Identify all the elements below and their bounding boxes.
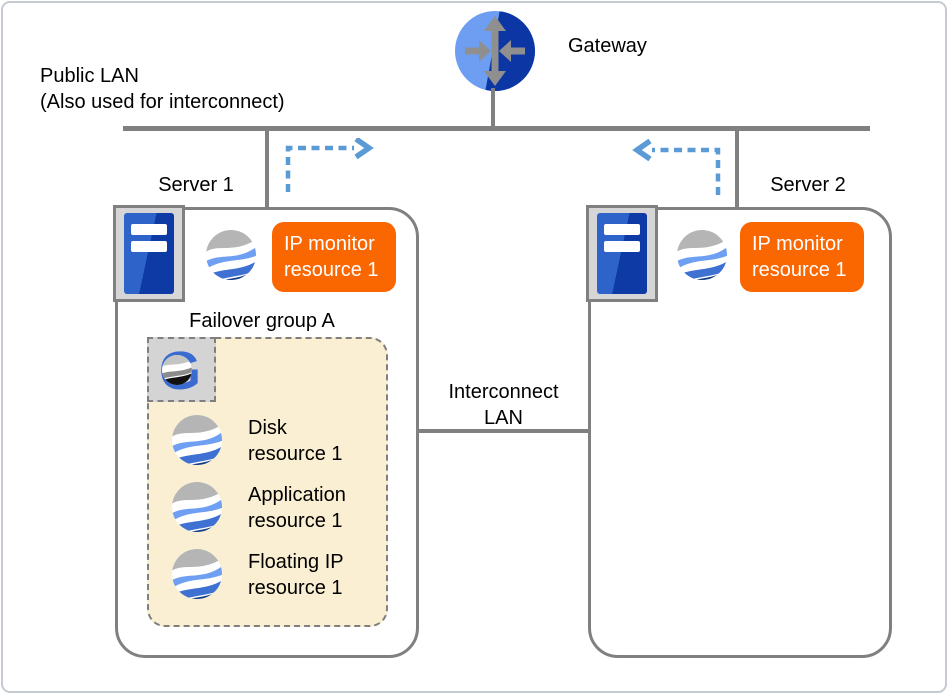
failover-group-g-icon: G [147, 337, 216, 402]
server1-ip-monitor-badge: IP monitor resource 1 [272, 222, 396, 292]
gateway-router-icon [455, 11, 535, 91]
server2-tower-icon [586, 205, 658, 302]
resource-row-disk: Disk resource 1 [172, 415, 388, 469]
interconnect-lan-line [419, 429, 588, 433]
application-resource-label: Application resource 1 [248, 484, 346, 532]
server2-ip-monitor-resource-icon [677, 230, 727, 280]
floating-ip-resource-label: Floating IP resource 1 [248, 551, 344, 599]
server1-tower-icon [113, 205, 185, 302]
server2-ip-monitor-badge: IP monitor resource 1 [740, 222, 864, 292]
disk-resource-label: Disk resource 1 [248, 417, 343, 465]
monitor-ping-arrow-left-icon [632, 138, 721, 195]
failover-group-title: Failover group A [189, 310, 335, 332]
interconnect-lan-label: Interconnect LAN [448, 381, 559, 429]
gateway-link-line [491, 88, 495, 128]
monitor-ping-arrow-right-icon [285, 138, 374, 192]
server2-label: Server 2 [770, 174, 846, 196]
application-resource-icon [172, 482, 222, 532]
disk-resource-icon [172, 415, 222, 465]
public-lan-line [123, 126, 870, 131]
server2-lan-drop-line [735, 129, 739, 207]
gateway-label: Gateway [568, 35, 647, 57]
resource-row-application: Application resource 1 [172, 482, 388, 536]
server1-label: Server 1 [158, 174, 234, 196]
public-lan-label: Public LAN (Also used for interconnect) [40, 65, 285, 113]
server1-lan-drop-line [265, 129, 269, 207]
server1-ip-monitor-resource-icon [206, 230, 256, 280]
floating-ip-resource-icon [172, 549, 222, 599]
resource-row-floating-ip: Floating IP resource 1 [172, 549, 388, 603]
